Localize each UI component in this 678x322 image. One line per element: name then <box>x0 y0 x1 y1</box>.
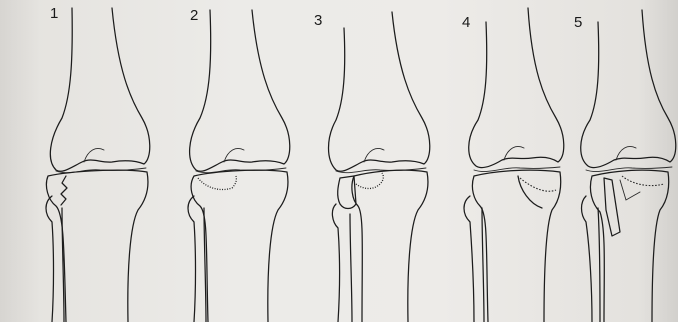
femur-4 <box>469 8 564 168</box>
depressed-plateau-4 <box>520 178 556 191</box>
femur-5 <box>581 10 676 168</box>
knee-panel-4 <box>464 8 564 322</box>
depressed-fragment-2 <box>198 176 236 190</box>
fracture-line-1 <box>61 176 67 205</box>
knee-panel-2 <box>188 10 290 322</box>
femur-2 <box>190 10 290 171</box>
depressed-plateau-5 <box>622 176 664 186</box>
panel-label-2: 2 <box>190 8 198 23</box>
panel-label-5: 5 <box>574 15 582 30</box>
panel-label-3: 3 <box>314 13 322 28</box>
split-fragment-3 <box>338 176 356 209</box>
panel-label-4: 4 <box>462 15 470 30</box>
knee-panel-5 <box>581 10 676 322</box>
panel-label-1: 1 <box>50 6 58 21</box>
tibia-4 <box>472 170 560 322</box>
femur-3 <box>329 12 430 171</box>
tibia-3 <box>352 170 428 322</box>
fibula-1 <box>46 196 64 322</box>
knee-panel-1 <box>46 8 150 322</box>
fibula-4 <box>464 196 484 322</box>
split-fragment-5 <box>604 178 620 236</box>
fibula-3 <box>332 204 352 322</box>
tibia-5 <box>590 170 668 322</box>
knee-panel-3 <box>329 12 430 322</box>
fibula-5 <box>582 196 601 322</box>
femur-1 <box>50 8 149 171</box>
